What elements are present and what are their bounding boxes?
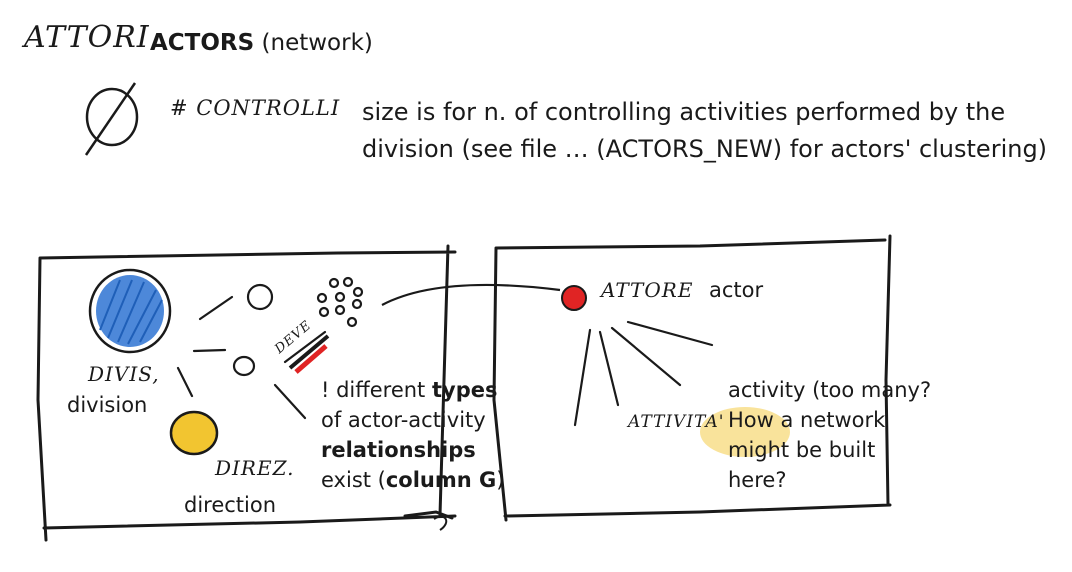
actor-activity-lines (573, 320, 714, 427)
title-bold: ACTORS (150, 30, 255, 56)
activity-note: activity (too many? How a network might … (728, 378, 932, 492)
right-panel-frame (492, 234, 892, 522)
relationships-note: ! different types of actor-activity rela… (321, 378, 505, 492)
stray-mark (433, 515, 448, 531)
activity-handwritten: ATTIVITA' (628, 412, 725, 432)
left-panel-frame (36, 244, 457, 542)
division-node (88, 268, 172, 354)
actor-label: actor (709, 278, 764, 302)
relation-lines (176, 295, 327, 420)
direction-handwritten: DIREZ. (215, 456, 295, 480)
direction-node (169, 410, 219, 456)
actor-node (561, 285, 587, 311)
division-label: division (67, 393, 148, 417)
division-handwritten: DIVIS, (88, 362, 160, 386)
generic-node-group (232, 276, 364, 377)
page-title: ACTORS (network) (150, 30, 373, 56)
handwritten-controlli: # CONTROLLI (170, 96, 341, 120)
cross-panel-arrow (381, 283, 561, 306)
deve-marker (288, 334, 330, 374)
highlight-mark (700, 407, 790, 457)
direction-label: direction (184, 493, 277, 517)
title-rest: (network) (261, 30, 373, 56)
legend-description: size is for n. of controlling activities… (362, 98, 1048, 163)
actor-handwritten: ATTORE (601, 278, 694, 302)
handwritten-title: ATTORI (24, 20, 150, 55)
empty-set-icon (84, 82, 139, 156)
